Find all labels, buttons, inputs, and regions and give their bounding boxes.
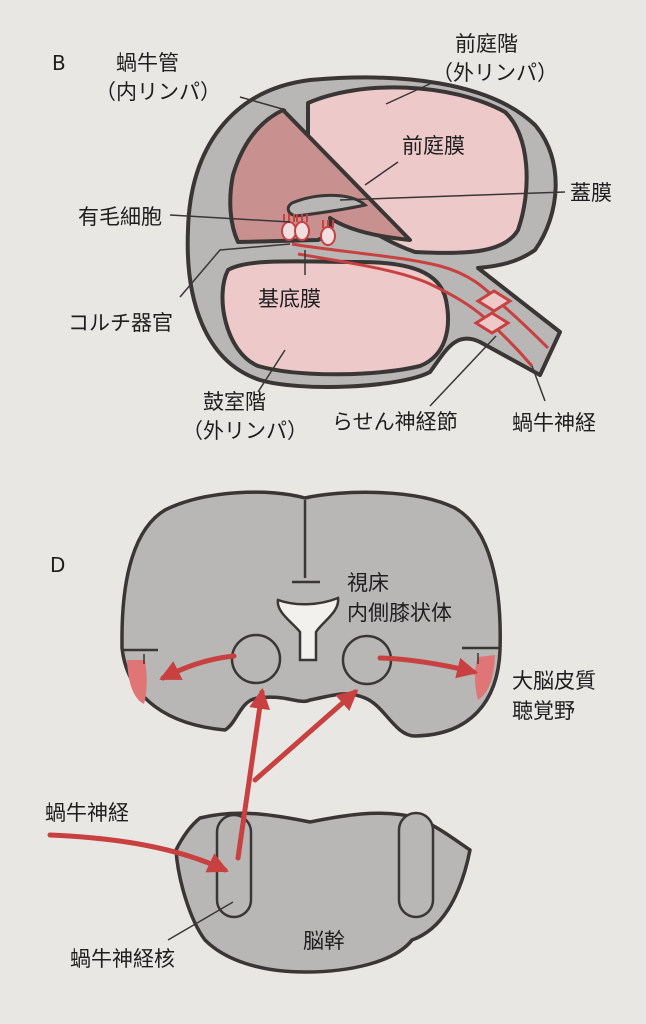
label-thalamus: 視床 — [347, 571, 389, 595]
label-organ-of-corti: コルチ器官 — [68, 311, 173, 335]
label-auditory-cortex-2: 聴覚野 — [512, 699, 575, 723]
label-scala-vestibuli-sub: （外リンパ） — [432, 61, 558, 85]
label-basilar-membrane: 基底膜 — [258, 287, 321, 311]
label-scala-tympani: 鼓室階 — [203, 390, 266, 414]
label-scala-media-sub: （内リンパ） — [95, 80, 221, 104]
label-scala-vestibuli: 前庭階 — [455, 32, 518, 56]
label-hair-cells: 有毛細胞 — [78, 205, 162, 229]
cochlear-nucleus-right — [397, 811, 435, 919]
panel-b-letter: B — [52, 51, 66, 75]
auditory-cortex-left — [127, 660, 147, 704]
label-vestibular-membrane: 前庭膜 — [402, 134, 465, 158]
leader-lines — [169, 81, 566, 407]
scala-media — [228, 108, 412, 244]
label-tectorial-membrane: 蓋膜 — [570, 181, 612, 205]
cochlea-cross-section: B — [52, 32, 612, 443]
hair-cells — [281, 214, 336, 246]
spiral-ganglion-cells — [473, 289, 513, 335]
label-scala-media: 蝸牛管 — [116, 51, 179, 75]
cochlear-nerve-fibers — [291, 242, 550, 367]
label-mgb: 内側膝状体 — [347, 601, 452, 625]
label-scala-tympani-sub: （外リンパ） — [182, 419, 308, 443]
label-spiral-ganglion: らせん神経節 — [332, 410, 458, 434]
label-cochlear-nucleus: 蝸牛神経核 — [70, 947, 175, 971]
label-auditory-cortex-1: 大脳皮質 — [512, 669, 596, 693]
auditory-pathway: D — [45, 490, 596, 974]
leader-lines-d — [143, 653, 479, 941]
pathway-arrows — [47, 653, 479, 873]
label-brainstem: 脳幹 — [303, 929, 345, 953]
panel-d-letter: D — [50, 553, 65, 577]
label-cochlear-nerve-b: 蝸牛神経 — [512, 411, 596, 435]
label-cochlear-nerve-d: 蝸牛神経 — [45, 801, 129, 825]
third-ventricle — [276, 596, 340, 662]
auditory-cortex-right — [475, 655, 495, 700]
mgb-left — [230, 633, 282, 685]
